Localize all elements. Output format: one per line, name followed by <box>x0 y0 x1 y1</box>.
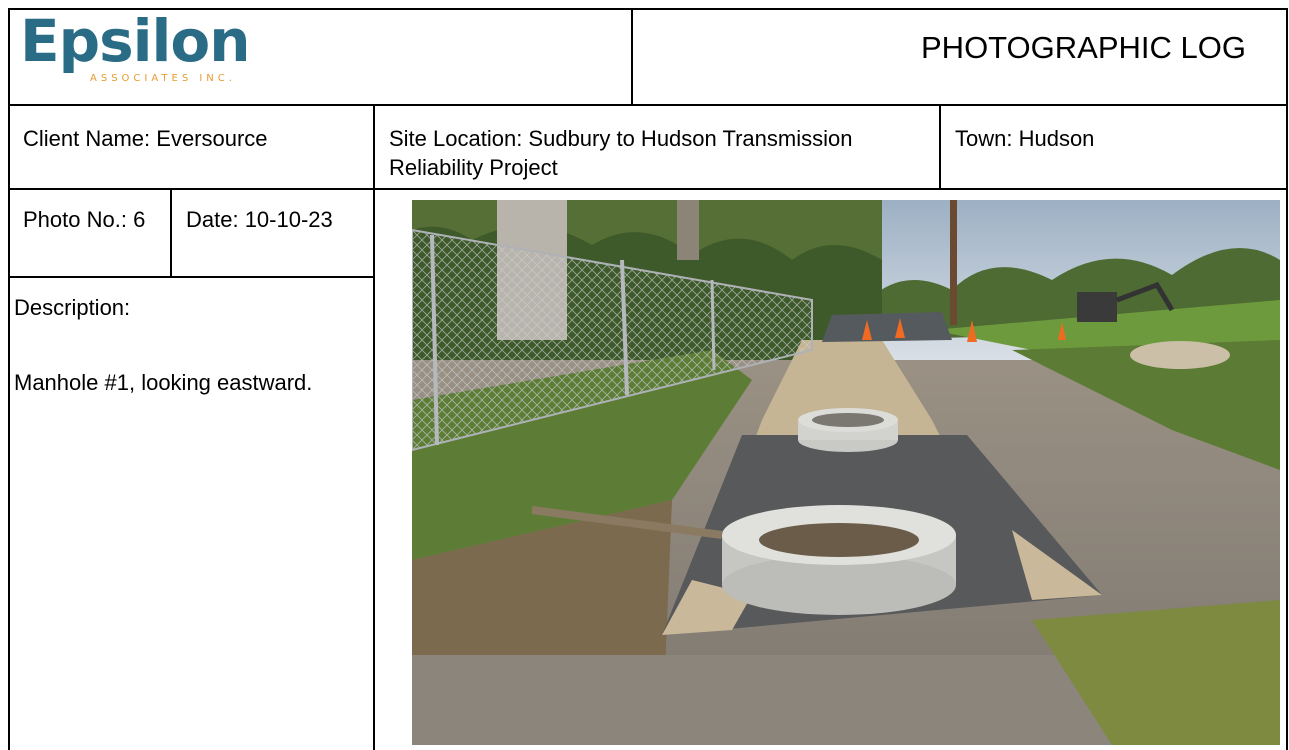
table-border-right <box>1286 8 1288 750</box>
traffic-cone <box>862 320 872 340</box>
description-label: Description: <box>14 295 131 320</box>
site-photo-illustration <box>412 200 1280 745</box>
town-divider <box>939 104 941 188</box>
logo-subtext: ASSOCIATES INC. <box>90 73 236 84</box>
header-divider <box>631 8 633 104</box>
photo-date: Date: 10-10-23 <box>186 207 333 232</box>
photo-date-divider <box>170 188 172 276</box>
left-column-divider <box>373 104 375 750</box>
photo-meta-row-bottom <box>8 276 374 278</box>
town-name: Town: Hudson <box>955 126 1095 151</box>
page-title: PHOTOGRAPHIC LOG <box>921 30 1246 65</box>
description-text: Manhole #1, looking eastward. <box>14 370 313 395</box>
site-photo <box>412 200 1280 745</box>
info-row-bottom <box>8 188 1288 190</box>
site-location-line2: Reliability Project <box>389 155 558 180</box>
utility-pole <box>950 200 957 325</box>
photo-number: Photo No.: 6 <box>23 207 146 232</box>
table-border-left <box>8 8 10 750</box>
site-location-line1: Site Location: Sudbury to Hudson Transmi… <box>389 126 853 151</box>
epsilon-logo: Epsilon ASSOCIATES INC. <box>20 7 280 89</box>
client-name: Client Name: Eversource <box>23 126 268 151</box>
logo-wordmark: Epsilon <box>20 7 251 75</box>
excavator <box>1077 292 1117 322</box>
header-row-bottom <box>8 104 1288 106</box>
table-border-top <box>8 8 1288 10</box>
